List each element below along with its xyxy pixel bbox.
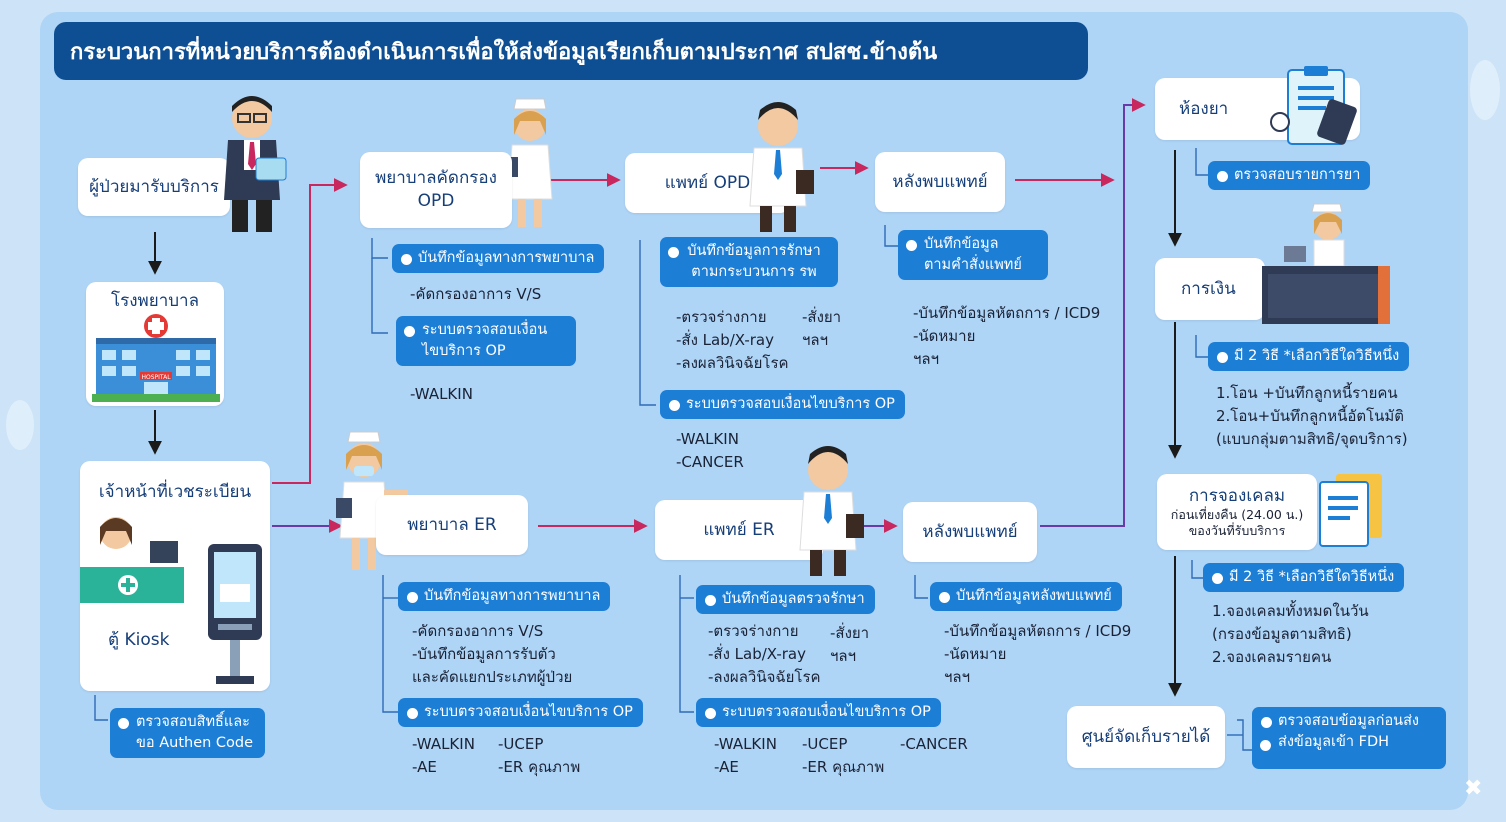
finance-method-pill: มี 2 วิธี *เลือกวิธีใดวิธีหนึ่ง (1208, 342, 1410, 372)
hospital-label: โรงพยาบาล (110, 291, 200, 311)
er-after-items: -บันทึกข้อมูลหัตถการ / ICD9-นัดหมายฯลฯ (944, 622, 1132, 686)
opd-doctor-items-col1: -ตรวจร่างกาย-สั่ง Lab/X-ray-ลงผลวินิจฉัย… (676, 308, 789, 372)
opd-check-items: -WALKIN (410, 385, 473, 403)
doctor-er-icon (799, 446, 864, 576)
claim-items: 1.จองเคลมทั้งหมดในวัน (กรองข้อมูลตามสิทธ… (1212, 602, 1369, 666)
leaf-decoration (1470, 60, 1500, 120)
kiosk-icon[interactable] (204, 544, 266, 686)
er-after-record-pill: บันทึกข้อมูลหลังพบแพทย์ (930, 582, 1122, 612)
cashier-counter-icon (1262, 203, 1390, 324)
nurse-er-box: พยาบาล ER (376, 495, 528, 555)
er-doctor-check-col2: -UCEP-ER คุณภาพ (802, 735, 885, 776)
opd-check-pill: ระบบตรวจสอบเงื่อนไขบริการ OP (396, 316, 576, 367)
opd-doctor-items-col2: -สั่งยาฯลฯ (802, 308, 842, 349)
revenue-step-2: ส่งข้อมูลเข้า FDH (1260, 732, 1436, 753)
opd-doctor-check-pill: ระบบตรวจสอบเงื่อนไขบริการ OP (660, 390, 905, 420)
er-nurse-check-pill: ระบบตรวจสอบเงื่อนไขบริการ OP (398, 698, 643, 728)
er-doctor-record-pill: บันทึกข้อมูลตรวจรักษา (696, 585, 875, 615)
claim-subtitle-1: ก่อนเที่ยงคืน (24.00 น.) (1170, 506, 1304, 522)
claim-subtitle-2: ของวันที่รับบริการ (1188, 523, 1286, 539)
opd-doctor-check-items: -WALKIN-CANCER (676, 430, 744, 471)
er-doctor-items-col2: -สั่งยาฯลฯ (830, 624, 870, 665)
er-doctor-check-pill: ระบบตรวจสอบเงื่อนไขบริการ OP (696, 698, 941, 728)
finance-box: การเงิน (1155, 258, 1265, 320)
claim-method-pill: มี 2 วิธี *เลือกวิธีใดวิธีหนึ่ง (1203, 563, 1405, 593)
close-icon[interactable]: ✖ (1464, 776, 1483, 801)
page-title: กระบวนการที่หน่วยบริการต้องดำเนินการเพื่… (54, 22, 1088, 80)
er-nurse-items: -คัดกรองอาการ V/S-บันทึกข้อมูลการรับตัวแ… (412, 622, 573, 686)
claim-document-icon (1319, 474, 1382, 547)
er-nurse-record-pill: บันทึกข้อมูลทางการพยาบาล (398, 582, 611, 612)
er-doctor-check-col3: -CANCER (900, 735, 968, 753)
opd-doctor-record-pill: บันทึกข้อมูลการรักษาตามกระบวนการ รพ (660, 237, 838, 288)
doctor-er-box: แพทย์ ER (655, 500, 823, 560)
kiosk-label: ตู้ Kiosk (108, 630, 170, 650)
registrar-label: เจ้าหน้าที่เวชระเบียน (98, 482, 252, 502)
man-character-icon (224, 96, 287, 232)
pharmacy-check-pill: ตรวจสอบรายการยา (1208, 161, 1371, 191)
er-nurse-check-col2: -UCEP-ER คุณภาพ (498, 735, 581, 776)
opd-after-items: -บันทึกข้อมูลหัตถการ / ICD9-นัดหมายฯลฯ (913, 304, 1101, 368)
er-doctor-check-col1: -WALKIN-AE (714, 735, 777, 776)
opd-after-record-pill: บันทึกข้อมูลตามคำสั่งแพทย์ (898, 230, 1048, 281)
leaf-decoration (6, 400, 34, 450)
hospital-building-icon: HOSPITAL (92, 314, 220, 402)
claim-box: การจองเคลม ก่อนเที่ยงคืน (24.00 น.) ของว… (1157, 474, 1317, 550)
authen-check-pill: ตรวจสอบสิทธิ์และขอ Authen Code (110, 708, 265, 759)
claim-title: การจองเคลม (1188, 485, 1286, 506)
opd-nurse-record-pill: บันทึกข้อมูลทางการพยาบาล (392, 244, 605, 274)
er-nurse-check-col1: -WALKIN-AE (412, 735, 475, 776)
after-doctor-er-box: หลังพบแพทย์ (903, 502, 1037, 562)
doctor-opd-icon (749, 102, 814, 232)
after-doctor-opd-box: หลังพบแพทย์ (875, 152, 1005, 212)
revenue-steps-pill: ตรวจสอบข้อมูลก่อนส่ง ส่งข้อมูลเข้า FDH (1252, 707, 1446, 769)
opd-nurse-items: -คัดกรองอาการ V/S (410, 285, 542, 303)
patient-box: ผู้ป่วยมารับบริการ (78, 158, 230, 216)
revenue-center-box: ศูนย์จัดเก็บรายได้ (1067, 706, 1225, 768)
er-doctor-items-col1: -ตรวจร่างกาย-สั่ง Lab/X-ray-ลงผลวินิจฉัย… (708, 622, 821, 686)
prescription-clipboard-icon (1270, 66, 1357, 145)
hospital-sign: HOSPITAL (141, 374, 171, 381)
registrar-desk-icon (80, 517, 184, 603)
